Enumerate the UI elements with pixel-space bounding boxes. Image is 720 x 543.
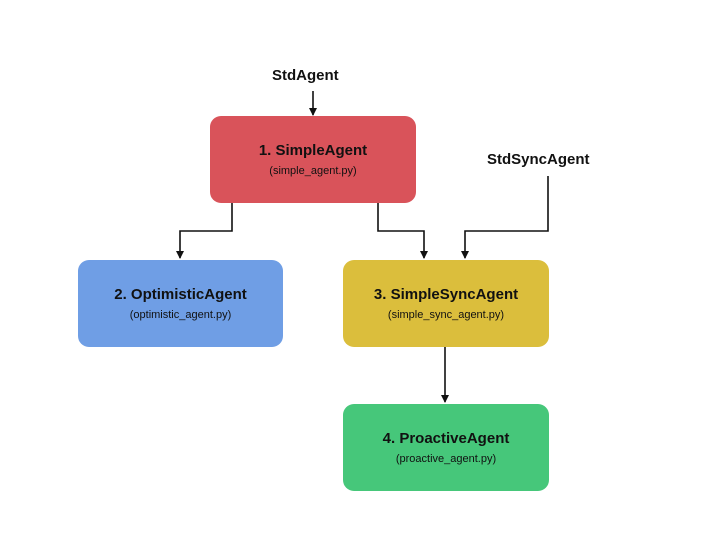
node-title: 2. OptimisticAgent [114, 285, 247, 303]
node-filename: (simple_agent.py) [269, 164, 357, 177]
node-title: 1. SimpleAgent [258, 141, 368, 159]
node-filename: (optimistic_agent.py) [129, 308, 232, 321]
node-filename: (proactive_agent.py) [395, 452, 497, 465]
edge-simpleagent-to-optimisticagent [176, 203, 233, 259]
optimistic-agent-node: 2. OptimisticAgent (optimistic_agent.py) [78, 260, 283, 347]
node-title: 4. ProactiveAgent [382, 429, 510, 447]
edge-stdsyncagent-to-simplesyncagent [461, 176, 549, 259]
proactive-agent-node: 4. ProactiveAgent (proactive_agent.py) [343, 404, 549, 491]
node-title: 3. SimpleSyncAgent [373, 285, 519, 303]
std-agent-label: StdAgent [272, 67, 339, 84]
node-filename: (simple_sync_agent.py) [387, 308, 505, 321]
std-sync-agent-label: StdSyncAgent [487, 151, 590, 168]
simple-agent-node: 1. SimpleAgent (simple_agent.py) [210, 116, 416, 203]
simple-sync-agent-node: 3. SimpleSyncAgent (simple_sync_agent.py… [343, 260, 549, 347]
edge-simpleagent-to-simplesyncagent [377, 203, 428, 259]
